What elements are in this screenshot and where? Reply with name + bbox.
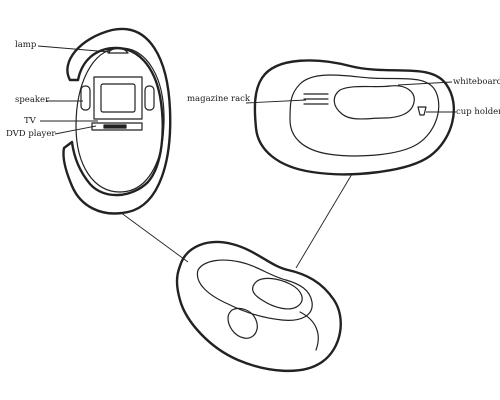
lamp-leader	[37, 45, 111, 53]
media-pod	[62, 27, 172, 215]
bean-table-top-view	[253, 59, 455, 176]
label-lamp: lamp	[15, 40, 37, 50]
bean-seat-cushion	[252, 277, 303, 310]
label-speaker: speaker	[15, 95, 50, 105]
bean-table-outer	[253, 59, 455, 176]
label-cup-holder: cup holder	[456, 107, 500, 117]
bean-seat-perspective	[175, 240, 342, 372]
bean-seat-front-recess	[227, 307, 258, 339]
connector-left-to-seat	[119, 211, 189, 263]
speaker-right	[144, 85, 155, 111]
bean-seat-outer	[175, 240, 342, 372]
whiteboard-leader	[397, 81, 453, 86]
cup-holder-shape	[417, 106, 427, 116]
speaker-left	[80, 85, 91, 111]
bean-seat-top-rim	[196, 259, 313, 321]
magazine-rack-leader	[245, 99, 307, 104]
bean-seat-side-curve	[299, 311, 319, 351]
dvd-player-leader	[54, 125, 97, 135]
label-dvd-player: DVD player	[6, 129, 56, 139]
connector-right-to-seat	[295, 173, 353, 269]
bean-table-inner	[289, 74, 440, 157]
label-whiteboard: whiteboard	[453, 77, 500, 87]
tv-screen	[100, 83, 136, 113]
whiteboard-shape	[333, 85, 415, 120]
label-magazine-rack: magazine rack	[187, 94, 251, 104]
label-tv: TV	[24, 116, 37, 126]
media-pod-outer-shell	[62, 27, 172, 215]
dvd-player-slot	[103, 124, 127, 129]
lamp-shape	[107, 47, 129, 54]
tv-frame	[93, 76, 143, 120]
